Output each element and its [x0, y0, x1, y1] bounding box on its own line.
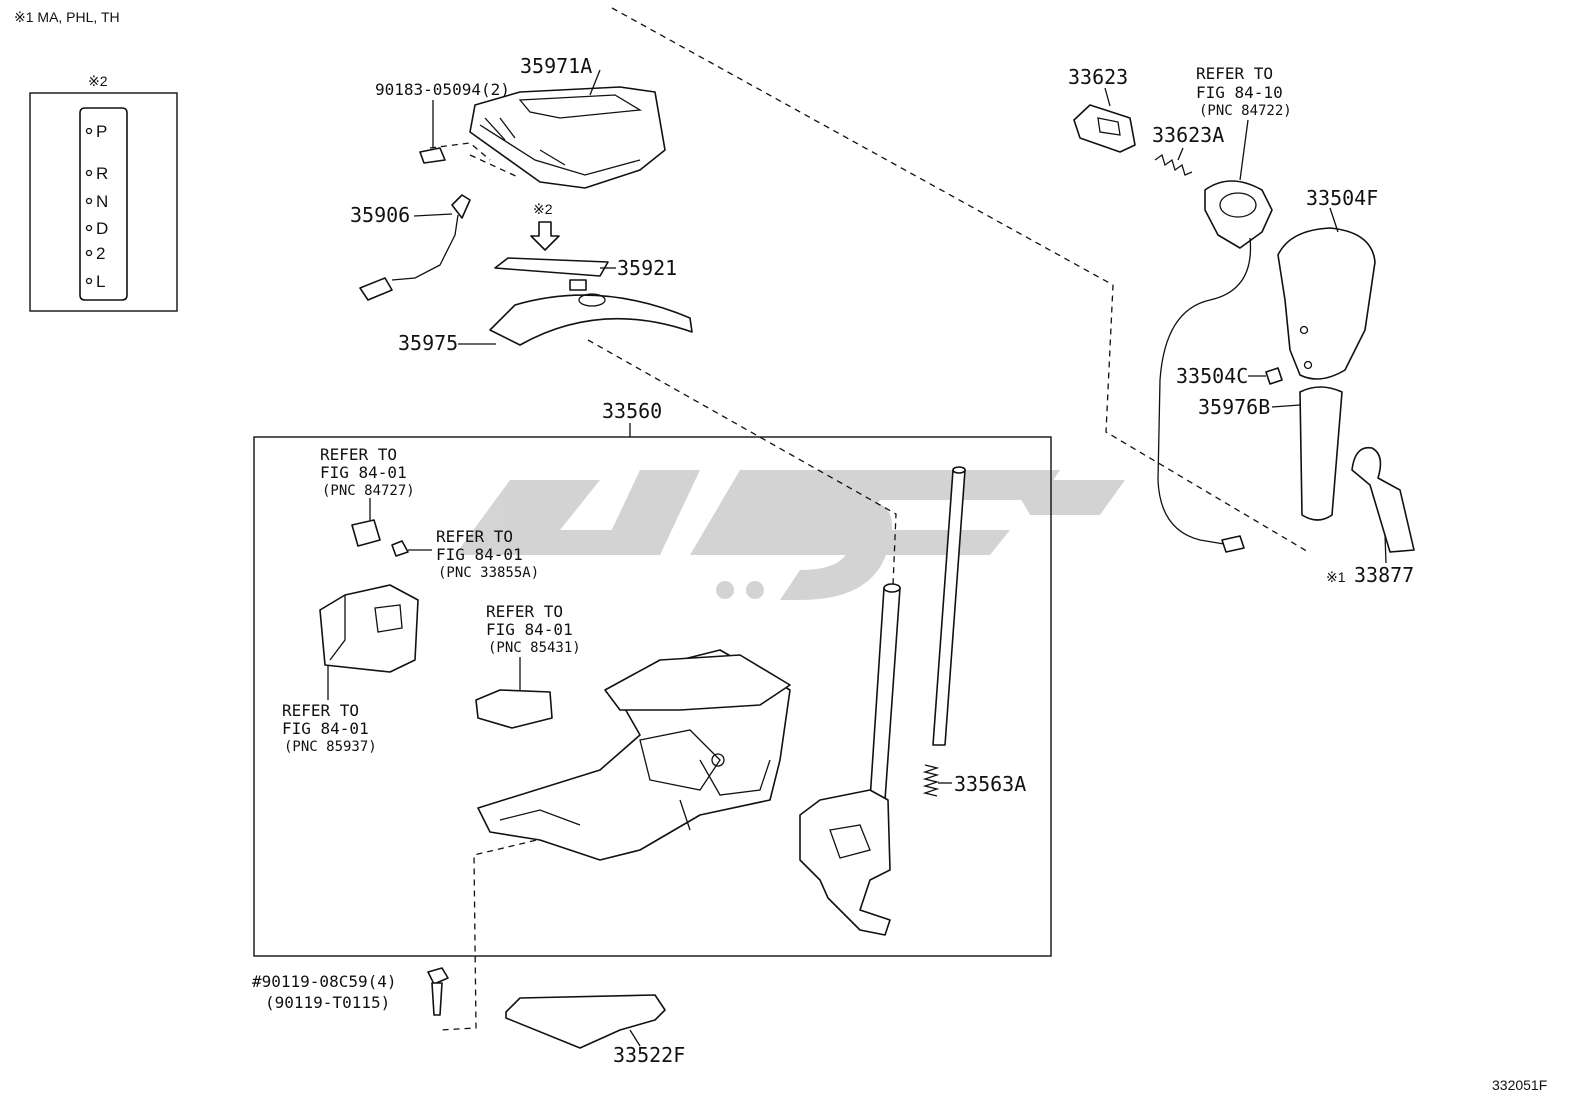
shift-lever-rod — [799, 583, 901, 936]
ref-85431-line2: FIG 84-01 — [486, 620, 573, 639]
label-90119-b: (90119-T0115) — [265, 993, 390, 1012]
switch-85431 — [475, 689, 553, 729]
ref-33855-line3: (PNC 33855A) — [438, 565, 539, 581]
label-35921: 35921 — [617, 256, 677, 280]
label-90183: 90183-05094(2) — [375, 80, 510, 99]
ref-84727-line2: FIG 84-01 — [320, 463, 407, 482]
inset-label: ※2 — [88, 73, 108, 89]
label-33623a: 33623A — [1152, 123, 1224, 147]
plate-33522f — [505, 994, 666, 1049]
bolt-90119 — [427, 967, 449, 1016]
figure-number: 332051F — [1492, 1077, 1547, 1093]
assembly-lines — [429, 7, 1311, 1031]
ref-85937-line1: REFER TO — [282, 701, 359, 720]
indicator-mark: ※2 — [533, 201, 553, 217]
ref-84727-line3: (PNC 84727) — [322, 483, 415, 499]
gate-letter-d: D — [96, 219, 108, 238]
gate-letter-r: R — [96, 164, 108, 183]
dust-cover-plate — [489, 279, 693, 346]
down-arrow-icon — [530, 221, 560, 251]
label-33563a: 33563A — [954, 772, 1026, 796]
label-33560: 33560 — [602, 399, 662, 423]
knob-boot-35976b — [1299, 386, 1343, 521]
indicator-plate — [494, 257, 609, 277]
ref-33855-line2: FIG 84-01 — [436, 545, 523, 564]
ref-84722-line3: (PNC 84722) — [1199, 103, 1292, 119]
gate-letters: P R N D 2 L — [85, 122, 108, 291]
gate-letter-n: N — [96, 192, 108, 211]
gate-letter-p: P — [96, 122, 107, 141]
indicator-bulb-wire — [359, 194, 471, 301]
knob-button-33623 — [1073, 104, 1136, 153]
ref-84727-line1: REFER TO — [320, 445, 397, 464]
variant-note: ※1 MA, PHL, TH — [14, 9, 120, 25]
label-33877: 33877 — [1354, 563, 1414, 587]
assembly-frame-33560 — [253, 436, 1052, 957]
gate-letter-2: 2 — [96, 244, 105, 263]
ref-85937-line2: FIG 84-01 — [282, 719, 369, 738]
ref-33855-line1: REFER TO — [436, 527, 513, 546]
shift-lever-base — [477, 649, 791, 861]
label-35906: 35906 — [350, 203, 410, 227]
overdrive-switch-84722 — [1157, 180, 1273, 553]
label-35971a: 35971A — [520, 54, 592, 78]
solenoid-85937 — [319, 584, 419, 673]
label-33504c: 33504C — [1176, 364, 1248, 388]
shift-knob-33504f — [1277, 227, 1376, 380]
label-35975: 35975 — [398, 331, 458, 355]
gate-letter-l: L — [96, 272, 105, 291]
ref-85431-line1: REFER TO — [486, 602, 563, 621]
label-33504f: 33504F — [1306, 186, 1378, 210]
shift-lever-cover — [469, 86, 666, 189]
label-90119-a: #90119-08C59(4) — [252, 972, 397, 991]
watermark-logo — [455, 470, 1125, 600]
label-33623: 33623 — [1068, 65, 1128, 89]
ref-84722-line2: FIG 84-10 — [1196, 83, 1283, 102]
bulb-33855a — [391, 540, 409, 557]
caution-tag-33877 — [1351, 446, 1415, 553]
spring-33623a — [1154, 153, 1193, 176]
label-33522f: 33522F — [613, 1043, 685, 1067]
shift-gate-inset: ※2 P R N D 2 L — [29, 73, 178, 312]
screw-90183 — [419, 147, 446, 164]
ref-85431-line3: (PNC 85431) — [488, 640, 581, 656]
spring-33563a — [922, 764, 940, 797]
label-35976b: 35976B — [1198, 395, 1270, 419]
switch-84727 — [351, 519, 381, 547]
ref-85937-line3: (PNC 85937) — [284, 739, 377, 755]
screw-33504c — [1265, 367, 1283, 385]
ref-84722-line1: REFER TO — [1196, 64, 1273, 83]
button-rod — [932, 466, 966, 746]
footnote-marker: ※1 — [1326, 569, 1346, 585]
inset-frame — [29, 92, 178, 312]
